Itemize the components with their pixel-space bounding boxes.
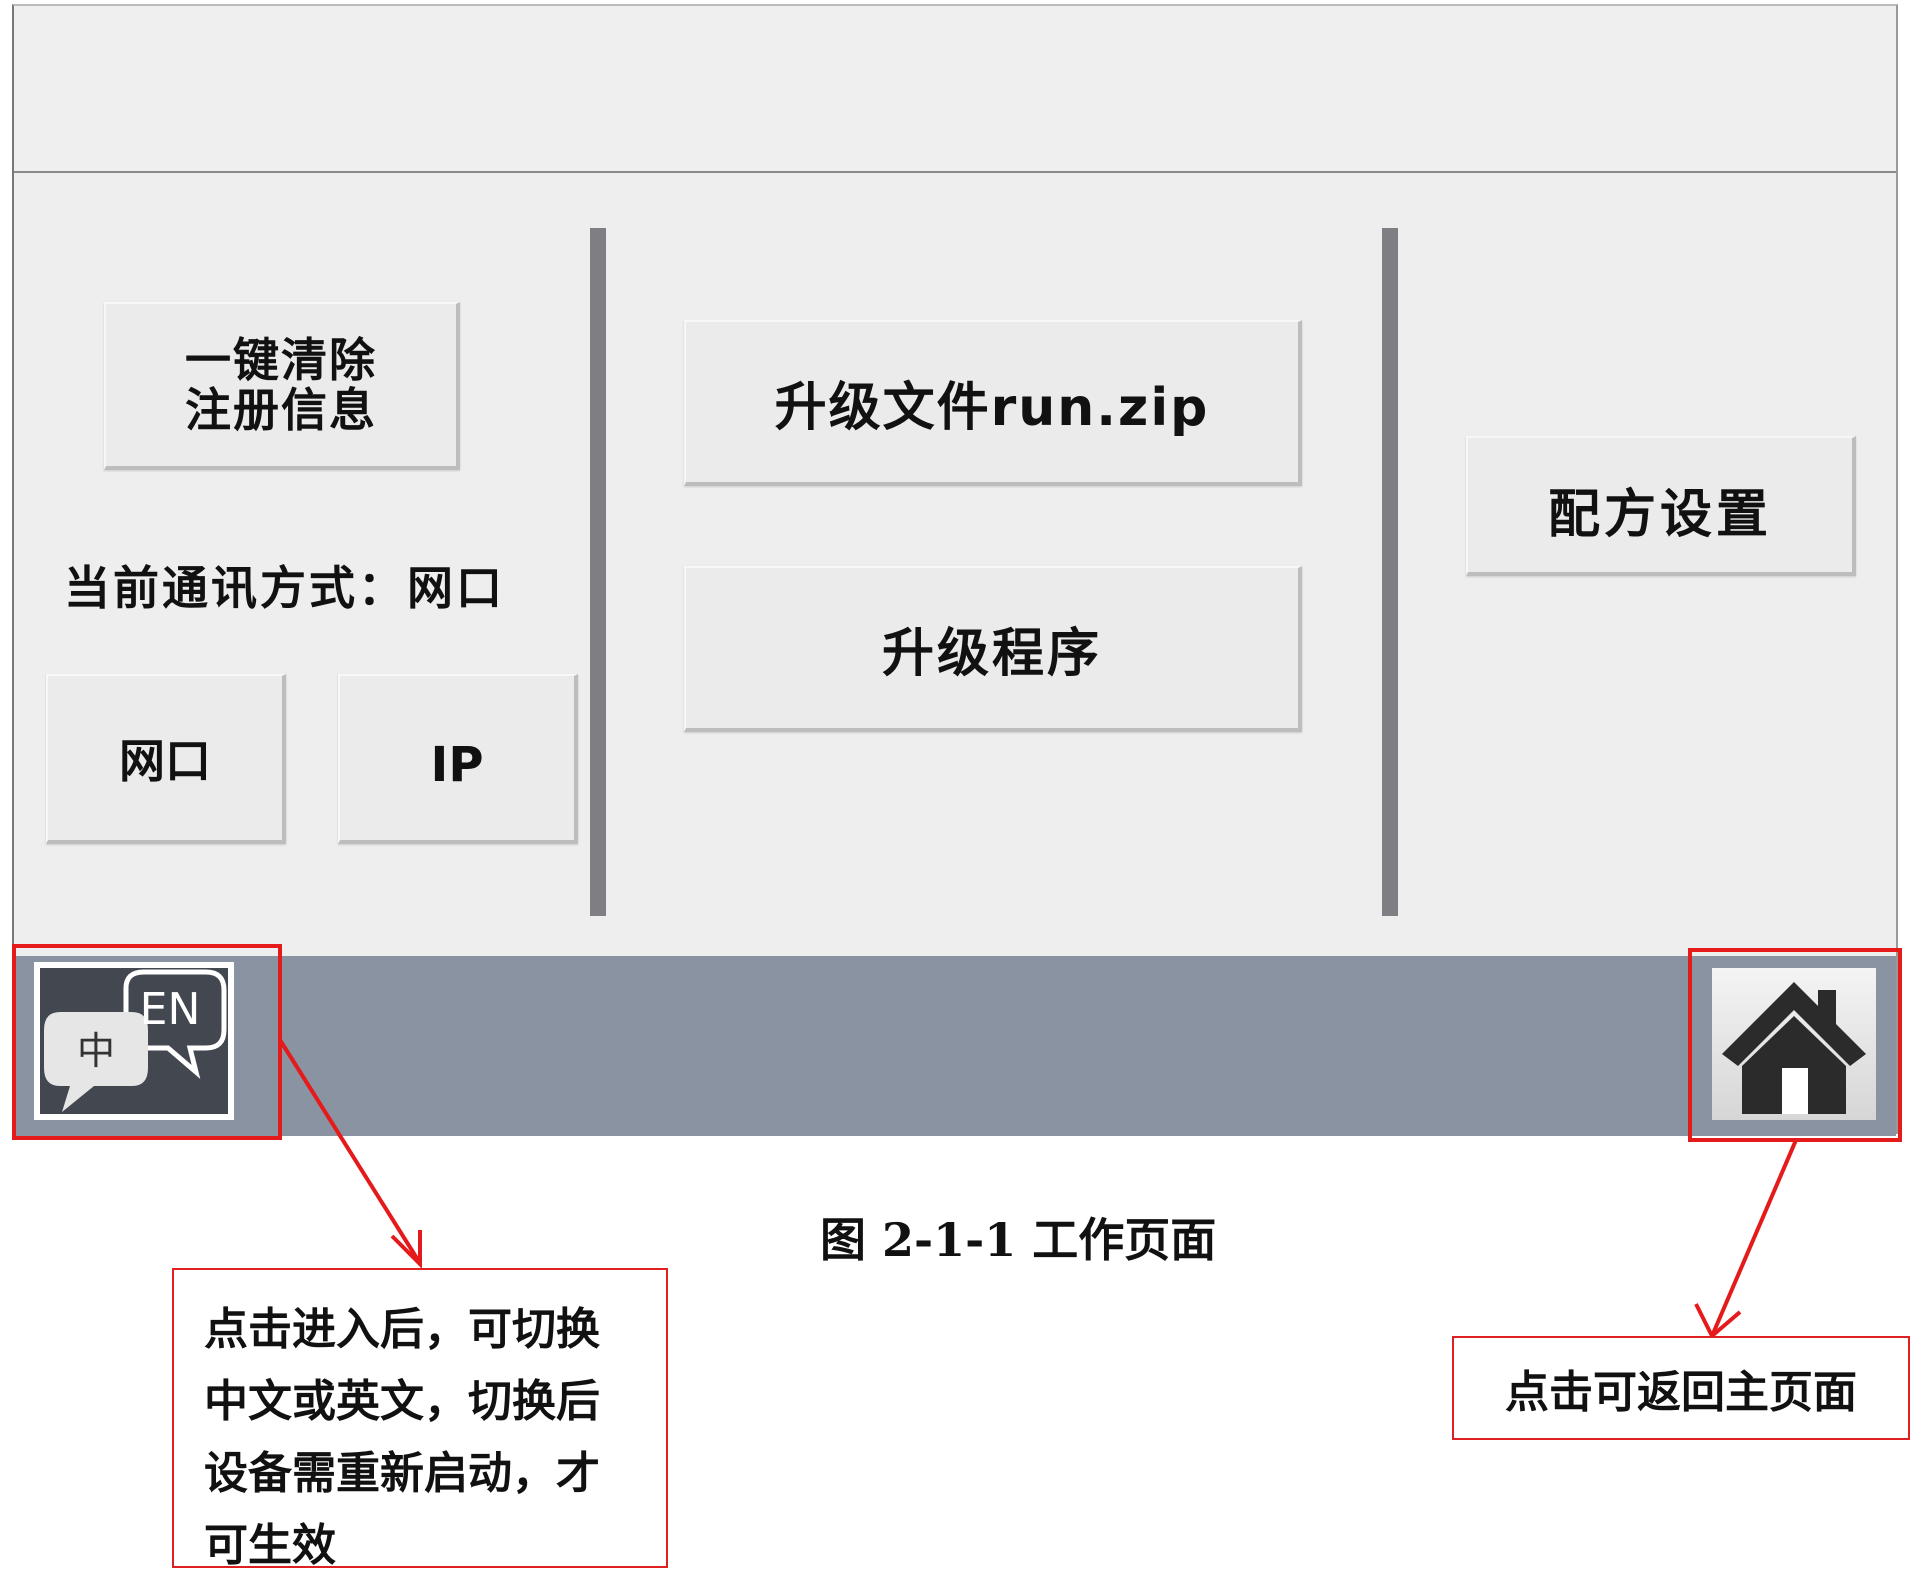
upgrade-program-button[interactable]: 升级程序 xyxy=(684,566,1302,732)
lang-zh-text: 中 xyxy=(77,1029,115,1073)
header-bar xyxy=(14,6,1896,173)
clear-registration-label-1: 一键清除 xyxy=(185,333,377,387)
hmi-screen: 一键清除 注册信息 当前通讯方式：网口 网口 IP 升级文件run.zip 升级… xyxy=(12,4,1898,1136)
lang-en-text: EN xyxy=(140,984,201,1035)
clear-registration-button[interactable]: 一键清除 注册信息 xyxy=(104,302,460,470)
ip-button[interactable]: IP xyxy=(338,674,578,844)
upgrade-file-button[interactable]: 升级文件run.zip xyxy=(684,320,1302,486)
network-port-button[interactable]: 网口 xyxy=(46,674,286,844)
home-highlight-box xyxy=(1688,948,1902,1142)
home-button[interactable] xyxy=(1712,968,1876,1120)
figure-caption: 图 2-1-1 工作页面 xyxy=(820,1213,1217,1267)
divider-left xyxy=(590,228,606,916)
language-icon: EN 中 xyxy=(40,968,228,1114)
language-highlight-box xyxy=(12,944,282,1140)
language-switch-button[interactable]: EN 中 xyxy=(34,962,234,1120)
clear-registration-label-2: 注册信息 xyxy=(185,383,377,437)
recipe-settings-button[interactable]: 配方设置 xyxy=(1466,436,1856,576)
home-annotation-note: 点击可返回主页面 xyxy=(1452,1336,1910,1440)
comm-mode-label: 当前通讯方式：网口 xyxy=(64,561,505,615)
footer-bar xyxy=(14,956,1896,1136)
home-icon xyxy=(1722,982,1866,1114)
language-annotation-note: 点击进入后，可切换中文或英文，切换后设备需重新启动，才可生效 xyxy=(172,1268,668,1571)
divider-right xyxy=(1382,228,1398,916)
